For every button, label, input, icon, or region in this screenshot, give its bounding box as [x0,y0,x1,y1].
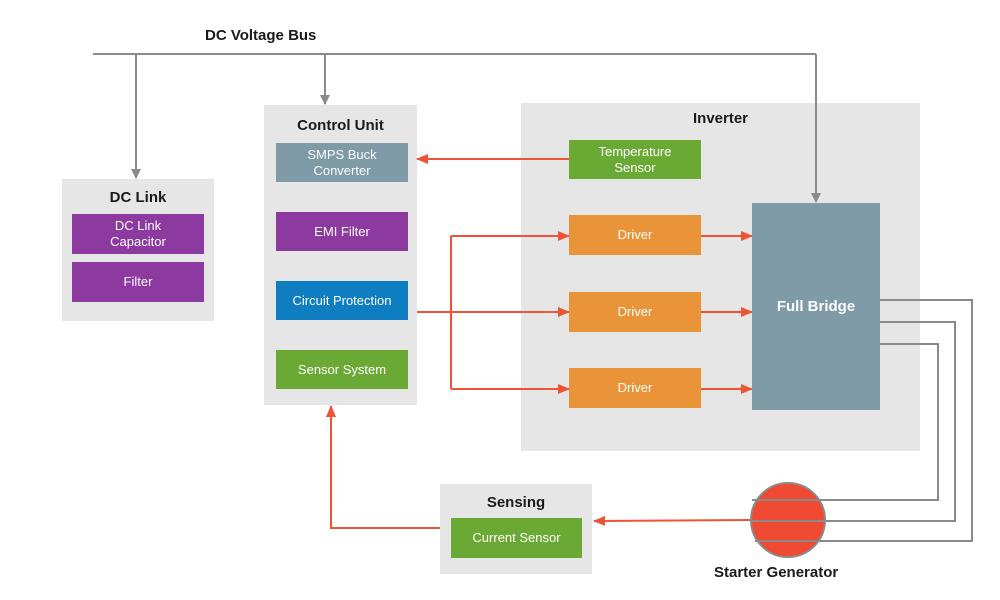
sensing-title: Sensing [486,494,546,511]
temperature-sensor-box: Temperature Sensor [569,140,701,179]
generator-to-sensing-arrow [593,515,752,526]
starter-generator-label: Starter Generator [714,564,839,581]
control-unit-title: Control Unit [297,117,384,134]
driver-box-1: Driver [569,215,701,255]
phase-lines [786,299,973,542]
dc-link-capacitor-box: DC Link Capacitor [72,214,204,254]
phase-line-b [826,321,956,522]
dc-link-title: DC Link [109,189,167,206]
dc-link-filter-box: Filter [72,262,204,302]
phase-line-c [786,343,939,501]
dc-voltage-bus-lines [93,53,821,203]
generator-icon [750,482,826,558]
smps-buck-converter-box: SMPS Buck Converter [276,143,408,182]
emi-filter-box: EMI Filter [276,212,408,251]
full-bridge-box: Full Bridge [752,203,880,410]
current-sensor-box: Current Sensor [451,518,582,558]
signal-arrows [326,154,753,529]
dc-voltage-bus-label: DC Voltage Bus [205,27,317,44]
phase-line-a [790,299,973,542]
circuit-protection-box: Circuit Protection [276,281,408,320]
sensing-to-control-arrow [326,405,440,529]
inverter-title: Inverter [692,110,749,127]
sensor-system-box: Sensor System [276,350,408,389]
driver-box-3: Driver [569,368,701,408]
driver-box-2: Driver [569,292,701,332]
